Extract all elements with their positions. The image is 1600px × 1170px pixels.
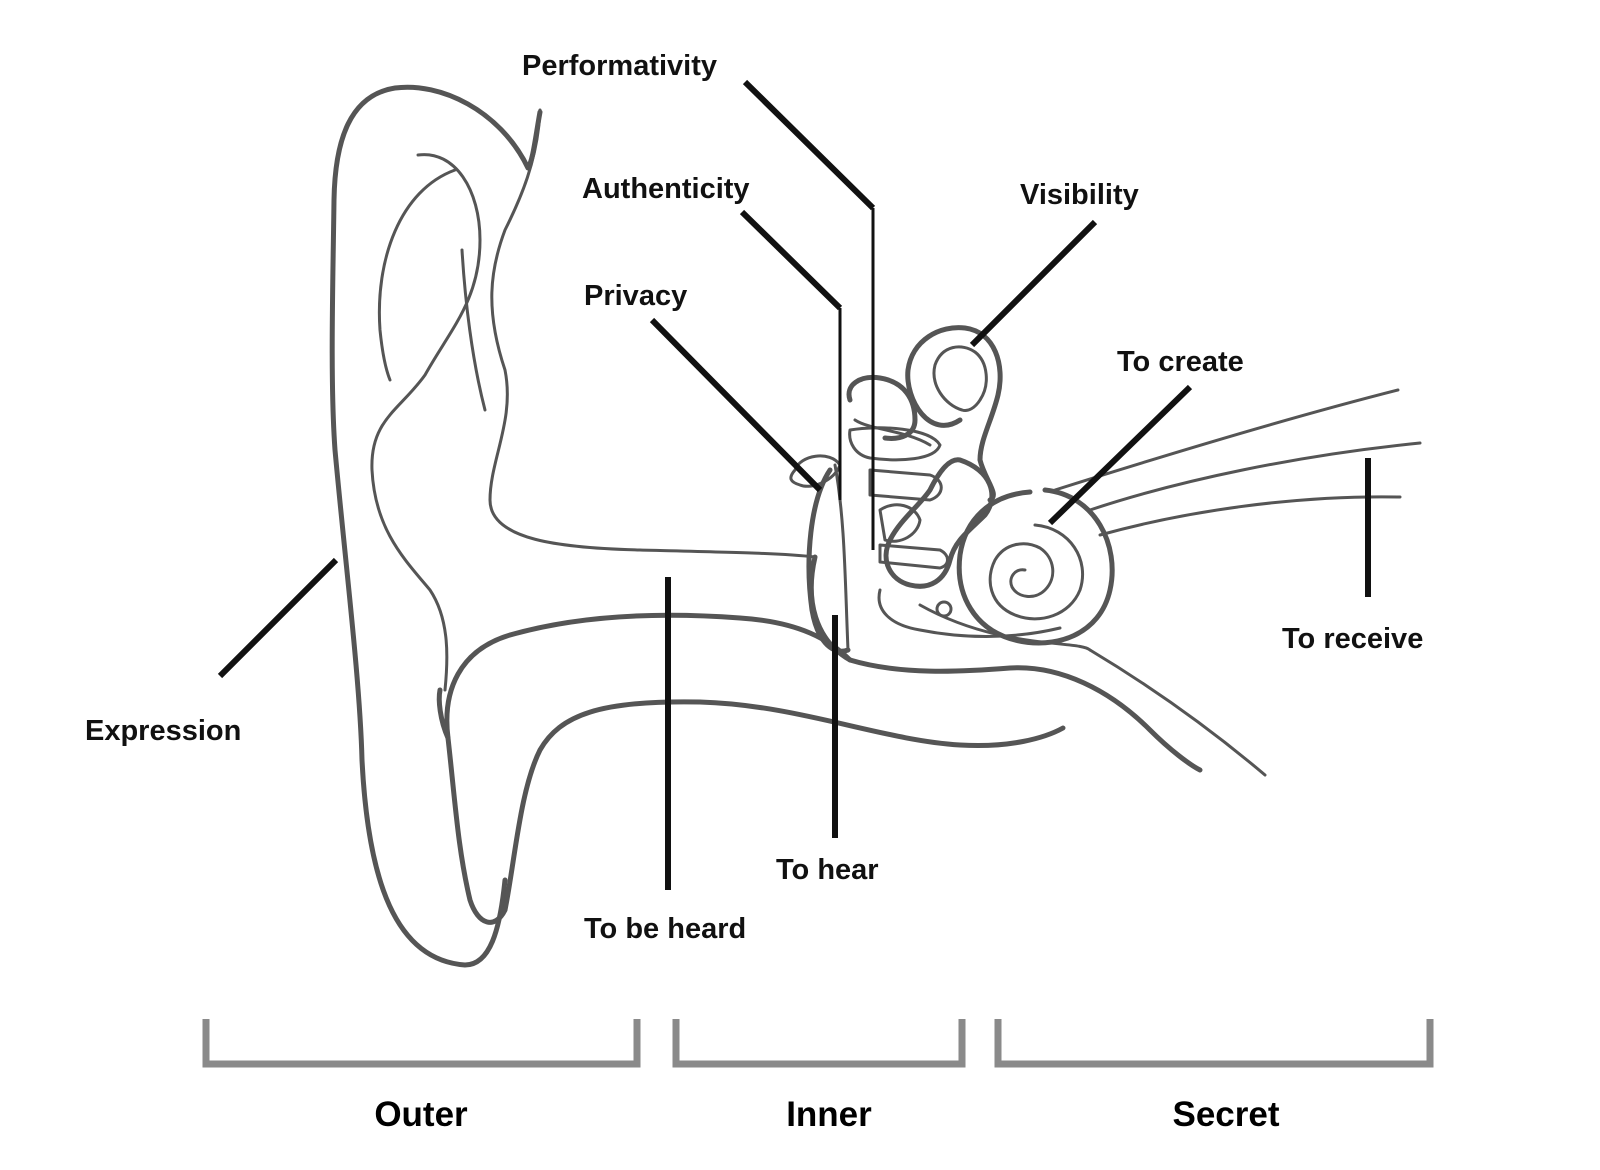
inner-ear-outline <box>846 325 1422 646</box>
label-to-receive: To receive <box>1282 623 1423 655</box>
leader-privacy <box>649 317 823 493</box>
outer-ear-outline <box>329 84 1066 968</box>
label-performativity: Performativity <box>522 50 717 82</box>
section-outer: Outer <box>374 1095 468 1134</box>
section-brackets <box>202 1019 1434 1068</box>
label-to-hear: To hear <box>776 854 879 886</box>
label-visibility: Visibility <box>1020 179 1139 211</box>
leader-to-create <box>1047 384 1193 526</box>
section-inner: Inner <box>786 1095 872 1134</box>
label-to-be-heard: To be heard <box>584 913 746 945</box>
label-to-create: To create <box>1117 346 1244 378</box>
bracket-inner <box>672 1019 966 1068</box>
labels: Performativity Authenticity Privacy Visi… <box>85 50 1423 945</box>
section-secret: Secret <box>1172 1095 1279 1134</box>
leader-visibility <box>969 219 1098 348</box>
leader-authenticity <box>739 209 843 311</box>
bracket-secret <box>994 1019 1434 1068</box>
leader-expression <box>217 557 339 679</box>
bracket-outer <box>202 1019 641 1068</box>
label-authenticity: Authenticity <box>582 173 750 205</box>
leader-performativity <box>742 79 876 211</box>
ear-canal-outline <box>789 426 1267 777</box>
section-titles: Outer Inner Secret <box>374 1095 1280 1134</box>
label-privacy: Privacy <box>584 280 687 312</box>
label-expression: Expression <box>85 715 241 747</box>
leader-lines <box>217 79 1371 890</box>
